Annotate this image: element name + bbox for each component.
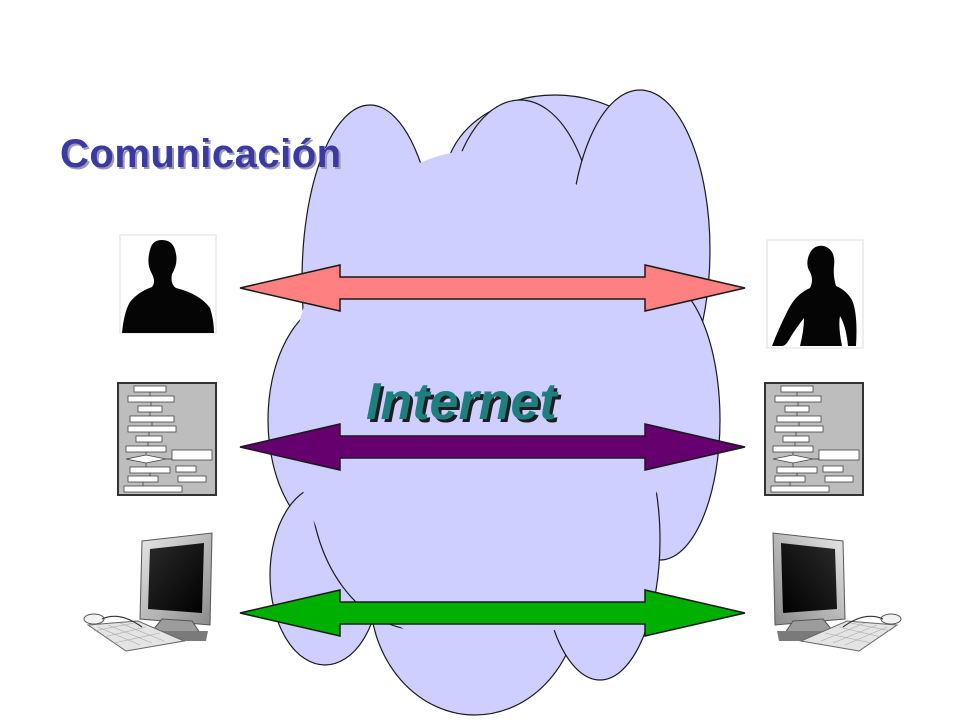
- flowchart-icon: [764, 382, 864, 496]
- computer-icon: [83, 532, 213, 652]
- flowchart-icon: [117, 382, 217, 496]
- computers-arrow: [239, 589, 746, 637]
- algorithms-arrow: [239, 423, 746, 471]
- woman-silhouette-icon: [766, 239, 864, 349]
- internet-cloud: [267, 89, 721, 716]
- internet-label: Internet: [366, 373, 557, 431]
- arrows-layer: [239, 264, 746, 637]
- man-silhouette-icon: [119, 234, 217, 334]
- slide-title: Comunicación: [60, 132, 342, 176]
- people-arrow: [239, 264, 746, 312]
- computer-icon: [772, 532, 902, 652]
